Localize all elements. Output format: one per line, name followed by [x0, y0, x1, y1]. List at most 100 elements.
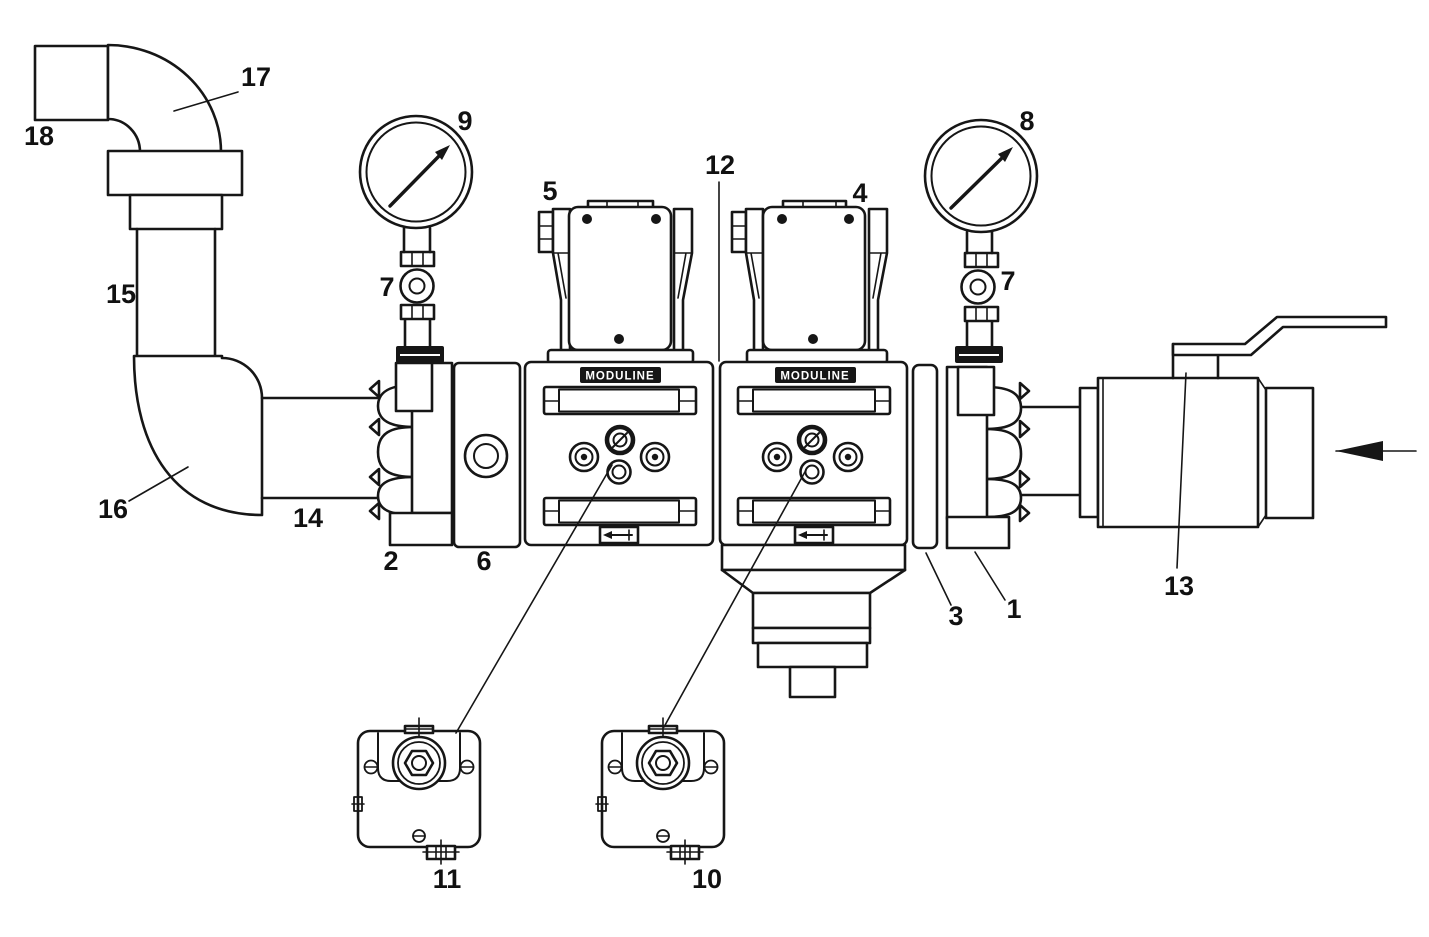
- gauge-valve-7-right: [960, 269, 996, 305]
- callout-12: 12: [705, 150, 735, 180]
- callout-14: 14: [293, 503, 323, 533]
- mounting-bracket: [867, 207, 889, 355]
- gauge-stem-lower: [403, 317, 432, 348]
- callout-11: 11: [433, 864, 462, 894]
- callout-6: 6: [476, 546, 491, 576]
- end-flange-2: [368, 361, 454, 547]
- pilot-operator-10: [595, 717, 726, 865]
- bolt-head: [651, 214, 661, 224]
- gauge-stem-upper: [402, 226, 432, 254]
- hex-nut: [647, 749, 679, 777]
- solenoid-housing: [567, 205, 673, 352]
- gauge-stem-upper: [965, 230, 994, 255]
- hex-nut: [399, 250, 436, 268]
- callout-3: 3: [948, 601, 963, 631]
- hex-nut: [963, 305, 1000, 323]
- flow-arrow-icon: [798, 531, 807, 539]
- outlet-pipe-assembly: [33, 43, 379, 517]
- electrical-connector: [537, 210, 555, 254]
- solenoid-top-5: [537, 199, 695, 365]
- valve-handle: [1171, 315, 1388, 357]
- brand-badge-label: MODULINE: [780, 371, 849, 383]
- needle-arrowhead-icon: [435, 145, 450, 160]
- hex-nut: [403, 749, 435, 777]
- callout-labels: 1 2 3 4 5 6 7 7 8 9 10 11 12 13 14 15 16…: [24, 62, 1194, 894]
- bolt-head: [777, 214, 787, 224]
- pressure-gauge-8: [923, 118, 1039, 234]
- leader-line-17: [173, 91, 239, 112]
- pipe-union-lower: [128, 193, 224, 231]
- callout-7-right: 7: [1000, 266, 1015, 296]
- needle-arrowhead-icon: [998, 147, 1013, 162]
- screw-slot: [612, 432, 628, 448]
- top-rail: [736, 385, 892, 416]
- end-flange-1: [945, 365, 1031, 550]
- adjust-screw-port: [796, 424, 828, 456]
- leader-lines: [128, 91, 1187, 734]
- ball-valve-13: [1078, 315, 1388, 529]
- callout-18: 18: [24, 121, 54, 151]
- leader-line-1: [974, 551, 1006, 601]
- gauge-needle-icon: [949, 154, 1006, 210]
- leader-line-16: [128, 466, 189, 502]
- bolt-head: [844, 214, 854, 224]
- bottom-rail: [736, 496, 892, 527]
- gasket-plate-3: [911, 363, 939, 550]
- flange-foot: [945, 515, 1011, 550]
- callout-7-left: 7: [379, 272, 394, 302]
- gauge-port-block: [394, 361, 434, 413]
- hex-nut: [399, 303, 436, 321]
- gauge-port-block: [956, 365, 996, 417]
- valve-collar: [1078, 386, 1100, 519]
- callout-13: 13: [1164, 571, 1194, 601]
- hex-nut: [963, 251, 1000, 269]
- bolt-head: [582, 214, 592, 224]
- callout-10: 10: [692, 864, 722, 894]
- callout-15: 15: [106, 279, 136, 309]
- valve-end-cap: [1264, 386, 1315, 520]
- mounting-bracket: [672, 207, 694, 355]
- gauge-valve-7-left: [399, 268, 435, 304]
- port-right: [832, 441, 864, 473]
- valve-body: [1096, 376, 1260, 529]
- hex-nut-lobe: [984, 477, 1023, 519]
- spacer-port: [463, 433, 509, 479]
- electrical-connector: [730, 210, 748, 254]
- leader-line-3: [925, 552, 952, 606]
- callout-4: 4: [852, 178, 867, 208]
- flow-arrow-icon: [603, 531, 612, 539]
- callout-9: 9: [457, 106, 472, 136]
- hex-nut-lobe: [376, 425, 416, 479]
- gauge-assembly-left: [358, 114, 474, 363]
- gauge-stem-lower: [965, 319, 994, 348]
- callout-5: 5: [542, 176, 557, 206]
- riser-pipe-15: [135, 227, 217, 359]
- flange-foot: [388, 511, 454, 547]
- upper-elbow-17: [106, 43, 223, 154]
- arrowhead-icon: [1336, 441, 1383, 461]
- bolt-head: [614, 334, 624, 344]
- spacer-plate-6: [452, 361, 522, 549]
- mounting-bracket: [744, 207, 765, 355]
- pilot-operator-11: [351, 717, 482, 865]
- bottom-rail: [542, 496, 698, 527]
- pilot-port: [799, 459, 825, 485]
- hex-nut-lobe: [376, 475, 416, 517]
- screw-slot: [804, 432, 820, 448]
- callout-17: 17: [241, 62, 271, 92]
- port-right: [639, 441, 671, 473]
- callout-1: 1: [1006, 594, 1021, 624]
- brand-badge: [775, 367, 856, 383]
- silencer-drain: [720, 543, 907, 699]
- gauge-needle-icon: [388, 152, 443, 208]
- pressure-gauge-9: [358, 114, 474, 230]
- leader-line-13: [1176, 372, 1187, 569]
- hex-nut-lobe: [984, 427, 1023, 481]
- mounting-bracket: [551, 207, 572, 355]
- gauge-assembly-right: [923, 118, 1039, 363]
- port-left: [761, 441, 793, 473]
- valve-module-5: MODULINE: [523, 199, 715, 547]
- solenoid-top-4: [730, 199, 889, 365]
